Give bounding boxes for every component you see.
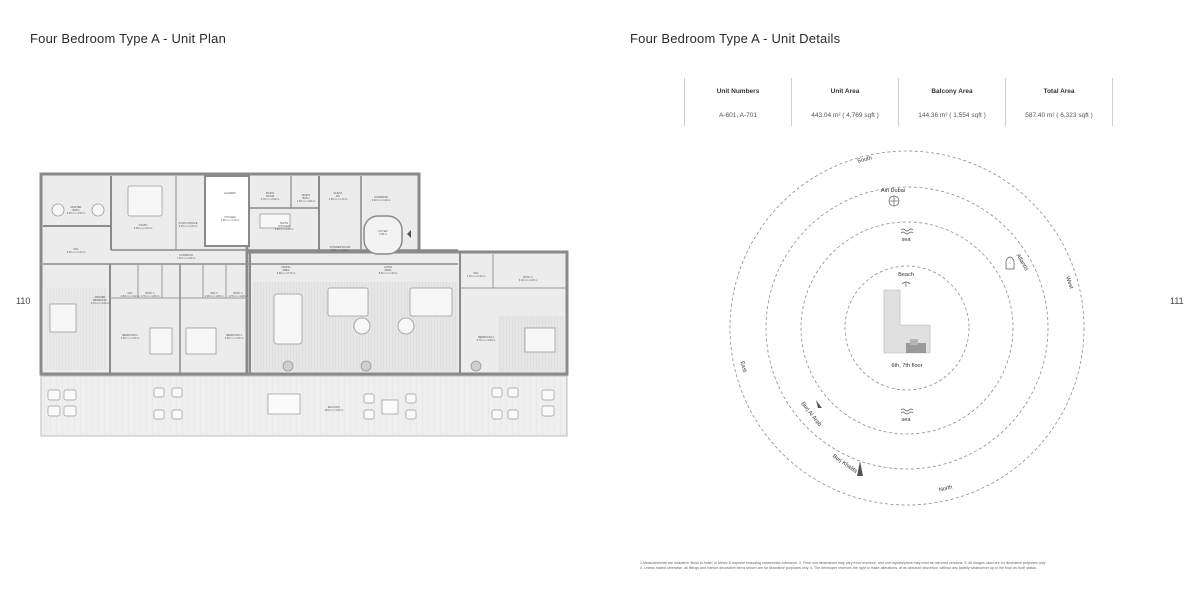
label-floor: 6th, 7th floor bbox=[891, 363, 922, 369]
label-beach: Beach bbox=[898, 272, 914, 278]
value-unit-numbers: A-601, A-701 bbox=[684, 104, 792, 126]
footnote-line-1: 1.Measurements are indicative 'finish to… bbox=[640, 561, 1046, 565]
location-view-map: South Ain Dubai sea Beach Atlantis West … bbox=[729, 150, 1085, 506]
room-laundry: LAUNDRY bbox=[224, 191, 237, 195]
beach-umbrella-icon bbox=[901, 281, 911, 287]
balcony-furniture bbox=[47, 387, 555, 420]
value-balcony-area: 144.36 m² ( 1,554 sqft ) bbox=[898, 104, 1006, 126]
sea-waves-icon-bottom bbox=[900, 408, 914, 415]
atlantis-arch-icon bbox=[1005, 256, 1015, 270]
header-unit-numbers: Unit Numbers bbox=[684, 78, 792, 104]
burj-khalifa-icon bbox=[857, 461, 863, 476]
balcony-deck bbox=[40, 375, 568, 437]
label-sea-bottom: sea bbox=[901, 417, 911, 423]
burj-al-arab-icon bbox=[816, 400, 822, 408]
label-sea-top: sea bbox=[901, 237, 911, 243]
header-unit-area: Unit Area bbox=[791, 78, 899, 104]
label-burj-khalifa: Burj Khalifa bbox=[831, 454, 859, 476]
header-balcony-area: Balcony Area bbox=[898, 78, 1006, 104]
furniture bbox=[49, 185, 556, 372]
page-number-right: 111 bbox=[1170, 296, 1184, 306]
value-total-area: 587.40 m² ( 6,323 sqft ) bbox=[1005, 104, 1113, 126]
building-footprint bbox=[883, 289, 931, 354]
label-east: East bbox=[739, 361, 748, 374]
label-west: West bbox=[1064, 276, 1074, 290]
unit-details-table: Unit Numbers Unit Area Balcony Area Tota… bbox=[684, 78, 1113, 126]
header-total-area: Total Area bbox=[1005, 78, 1113, 104]
footnote-line-2: 4. Unless stated otherwise, all fittings… bbox=[640, 566, 1037, 570]
details-title: Four Bedroom Type A - Unit Details bbox=[630, 31, 841, 46]
view-rings bbox=[729, 150, 1085, 506]
label-north: North bbox=[938, 484, 953, 493]
label-atlantis: Atlantis bbox=[1015, 253, 1029, 272]
sea-waves-icon bbox=[900, 228, 914, 235]
entry-arrow-icon bbox=[407, 230, 411, 238]
ferris-wheel-icon bbox=[888, 195, 900, 207]
page-number-left: 110 bbox=[16, 296, 31, 306]
label-ain-dubai: Ain Dubai bbox=[881, 188, 905, 194]
label-south: South bbox=[857, 155, 873, 164]
value-unit-area: 443.04 m² ( 4,769 sqft ) bbox=[791, 104, 899, 126]
plan-title: Four Bedroom Type A - Unit Plan bbox=[30, 31, 227, 46]
